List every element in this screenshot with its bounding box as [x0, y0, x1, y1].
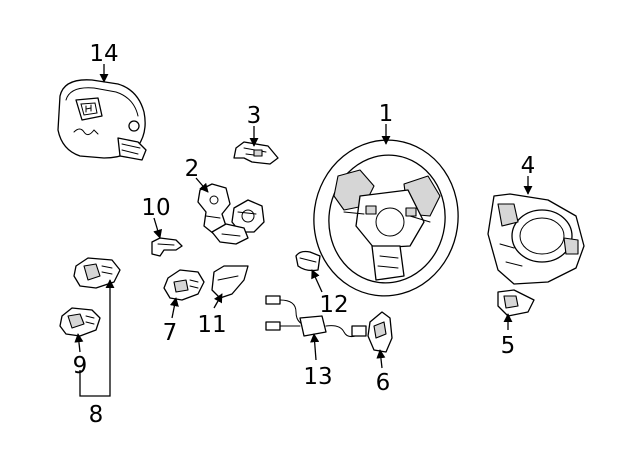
switch-upper-part-8 [73, 257, 121, 289]
callout-13: 13 [303, 364, 332, 390]
cover-part-12 [295, 250, 321, 272]
switch-part-3 [233, 141, 279, 165]
callout-1: 1 [379, 101, 394, 127]
clip-part-10 [151, 237, 183, 257]
switch-bezel-part-6 [367, 311, 393, 353]
callout-6: 6 [376, 370, 391, 396]
callout-3: 3 [247, 103, 262, 129]
callout-10: 10 [141, 195, 170, 221]
callout-2: 2 [185, 156, 200, 182]
wiring-harness [265, 295, 367, 338]
leader-lines [74, 64, 533, 397]
cover-part-11 [211, 265, 249, 299]
airbag-module [57, 79, 147, 161]
cable-reel-assembly [197, 183, 265, 245]
callout-14: 14 [89, 41, 118, 67]
callout-4: 4 [521, 153, 536, 179]
callout-11: 11 [197, 312, 226, 338]
callout-9: 9 [73, 353, 88, 379]
switch-part-7 [163, 269, 205, 301]
callout-7: 7 [163, 320, 178, 346]
callout-8: 8 [89, 402, 104, 428]
switch-lower-part-9 [59, 307, 101, 337]
steering-wheel [313, 139, 459, 297]
callout-5: 5 [501, 333, 516, 359]
lower-cover-part-5 [497, 289, 535, 317]
rear-cover [487, 193, 585, 285]
callout-12: 12 [319, 292, 348, 318]
